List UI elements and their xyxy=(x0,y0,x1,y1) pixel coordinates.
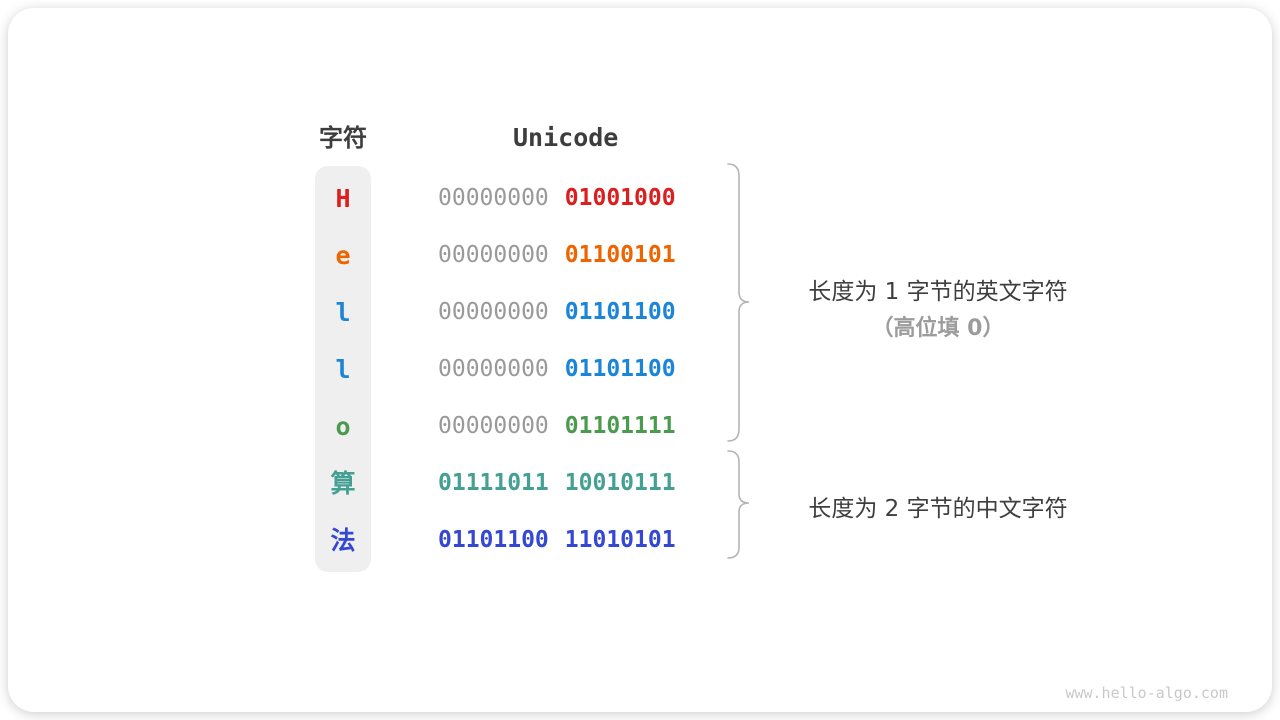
padding-byte: 00000000 xyxy=(438,413,549,439)
unicode-binary-cell: 00000000 01101100 xyxy=(438,284,676,341)
character-cell: o xyxy=(335,412,351,441)
code-byte: 01101100 xyxy=(438,527,549,553)
column-header-unicode: Unicode xyxy=(513,123,619,152)
code-byte: 01100101 xyxy=(564,242,676,268)
table-row: l 00000000 01101100 xyxy=(8,341,1272,398)
diagram-card: 字符 Unicode H 00000000 01001000 e 00000000 011… xyxy=(8,8,1272,712)
annotation-english-chars-text: 长度为 1 字节的英文字符 xyxy=(808,279,1068,305)
character-cell: l xyxy=(335,355,351,384)
code-byte: 01101100 xyxy=(564,356,676,382)
code-byte: 11010101 xyxy=(564,527,676,553)
character-cell: 算 xyxy=(330,469,356,498)
code-byte: 01111011 xyxy=(438,470,549,496)
watermark-url: www.hello-algo.com xyxy=(1065,684,1228,702)
unicode-binary-cell: 00000000 01001000 xyxy=(438,170,676,227)
annotation-chinese-chars: 长度为 2 字节的中文字符 xyxy=(764,492,1112,526)
unicode-binary-cell: 00000000 01100101 xyxy=(438,227,676,284)
character-cell: 法 xyxy=(330,526,356,555)
code-byte: 01101100 xyxy=(564,299,676,325)
padding-byte: 00000000 xyxy=(438,356,549,382)
unicode-binary-cell: 01111011 10010111 xyxy=(438,455,676,512)
table-row: 算 01111011 10010111 xyxy=(8,455,1272,512)
character-cell: H xyxy=(335,184,351,213)
unicode-binary-cell: 00000000 01101100 xyxy=(438,341,676,398)
unicode-binary-cell: 00000000 01101111 xyxy=(438,398,676,455)
code-byte: 01001000 xyxy=(564,185,676,211)
annotation-english-chars: 长度为 1 字节的英文字符 （高位填 0） xyxy=(764,275,1112,349)
code-byte: 01101111 xyxy=(564,413,676,439)
unicode-table-rows: H 00000000 01001000 e 00000000 01100101 l 00000… xyxy=(8,170,1272,569)
code-byte: 10010111 xyxy=(564,470,676,496)
annotation-high-bits-note: （高位填 0） xyxy=(871,316,1005,341)
table-row: o 00000000 01101111 xyxy=(8,398,1272,455)
column-header-character: 字符 xyxy=(319,124,367,152)
table-row: H 00000000 01001000 xyxy=(8,170,1272,227)
table-row: 法 01101100 11010101 xyxy=(8,512,1272,569)
character-column-background xyxy=(315,166,371,572)
character-cell: l xyxy=(335,298,351,327)
padding-byte: 00000000 xyxy=(438,185,549,211)
table-row: e 00000000 01100101 xyxy=(8,227,1272,284)
table-row: l 00000000 01101100 xyxy=(8,284,1272,341)
character-cell: e xyxy=(335,241,351,270)
unicode-binary-cell: 01101100 11010101 xyxy=(438,512,676,569)
padding-byte: 00000000 xyxy=(438,299,549,325)
padding-byte: 00000000 xyxy=(438,242,549,268)
annotation-chinese-chars-text: 长度为 2 字节的中文字符 xyxy=(808,496,1068,522)
